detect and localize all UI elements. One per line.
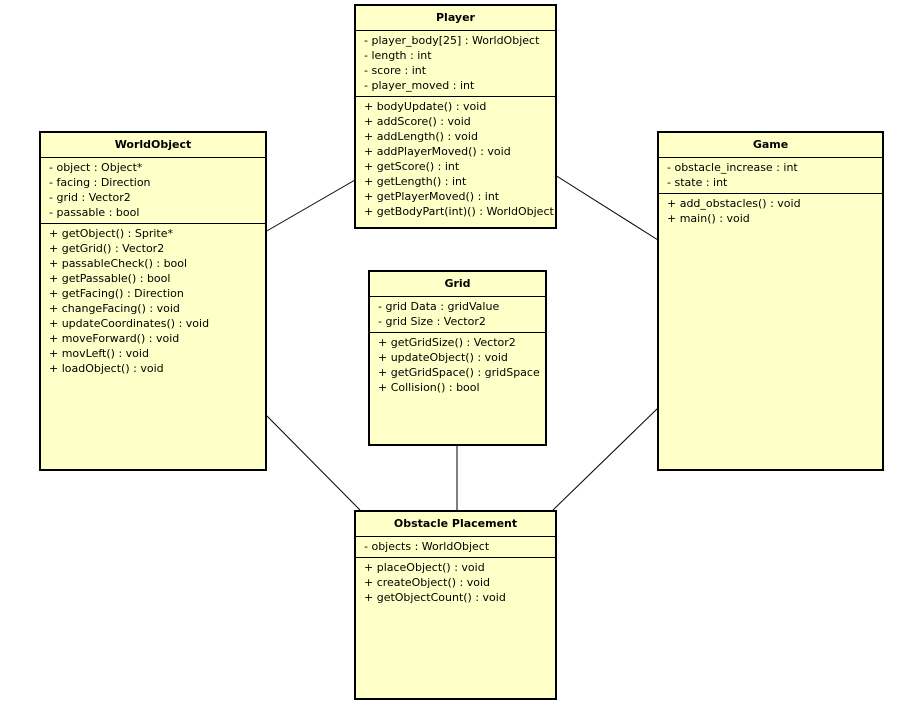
attributes-compartment: - grid Data : gridValue - grid Size : Ve… xyxy=(370,297,545,333)
attribute: - object : Object* xyxy=(49,161,143,174)
class-player[interactable]: Player - player_body[25] : WorldObject -… xyxy=(354,4,557,229)
class-grid[interactable]: Grid - grid Data : gridValue - grid Size… xyxy=(368,270,547,446)
method: + getPassable() : bool xyxy=(49,272,171,285)
attributes-compartment: - object : Object* - facing : Direction … xyxy=(41,158,265,224)
method: + getGrid() : Vector2 xyxy=(49,242,165,255)
attribute: - facing : Direction xyxy=(49,176,151,189)
association-worldobject-obstacle-placement xyxy=(264,413,361,511)
class-name: Game xyxy=(659,133,882,158)
method: + getObject() : Sprite* xyxy=(49,227,174,240)
attribute: - grid Data : gridValue xyxy=(378,300,500,313)
association-player-game xyxy=(554,174,659,241)
method: + movLeft() : void xyxy=(49,347,149,360)
methods-compartment: + placeObject() : void + createObject() … xyxy=(356,558,555,608)
method: + createObject() : void xyxy=(364,576,491,589)
attributes-compartment: - obstacle_increase : int - state : int xyxy=(659,158,882,194)
method: + addScore() : void xyxy=(364,115,471,128)
method: + getFacing() : Direction xyxy=(49,287,184,300)
method: + getGridSize() : Vector2 xyxy=(378,336,516,349)
method: + getLength() : int xyxy=(364,175,467,188)
method: + getObjectCount() : void xyxy=(364,591,506,604)
attribute: - obstacle_increase : int xyxy=(667,161,798,174)
method: + getPlayerMoved() : int xyxy=(364,190,500,203)
method: + updateObject() : void xyxy=(378,351,508,364)
attributes-compartment: - player_body[25] : WorldObject - length… xyxy=(356,31,555,97)
method: + changeFacing() : void xyxy=(49,302,180,315)
attribute: - score : int xyxy=(364,64,427,77)
method: + getBodyPart(int)() : WorldObject xyxy=(364,205,554,218)
method: + getGridSpace() : gridSpace xyxy=(378,366,540,379)
method: + add_obstacles() : void xyxy=(667,197,801,210)
methods-compartment: + getGridSize() : Vector2 + updateObject… xyxy=(370,333,545,398)
attribute: - length : int xyxy=(364,49,432,62)
method: + Collision() : bool xyxy=(378,381,480,394)
methods-compartment: + bodyUpdate() : void + addScore() : voi… xyxy=(356,97,555,222)
method: + loadObject() : void xyxy=(49,362,164,375)
class-world-object[interactable]: WorldObject - object : Object* - facing … xyxy=(39,131,267,471)
method: + main() : void xyxy=(667,212,750,225)
attribute: - player_body[25] : WorldObject xyxy=(364,34,540,47)
attributes-compartment: - objects : WorldObject xyxy=(356,537,555,558)
class-name: Player xyxy=(356,6,555,31)
methods-compartment: + getObject() : Sprite* + getGrid() : Ve… xyxy=(41,224,265,379)
method: + getScore() : int xyxy=(364,160,460,173)
attribute: - player_moved : int xyxy=(364,79,475,92)
method: + updateCoordinates() : void xyxy=(49,317,210,330)
method: + addPlayerMoved() : void xyxy=(364,145,511,158)
class-name: WorldObject xyxy=(41,133,265,158)
association-worldobject-player xyxy=(264,179,356,233)
method: + addLength() : void xyxy=(364,130,478,143)
attribute: - state : int xyxy=(667,176,728,189)
method: + moveForward() : void xyxy=(49,332,180,345)
attribute: - grid Size : Vector2 xyxy=(378,315,486,328)
class-name: Grid xyxy=(370,272,545,297)
attribute: - passable : bool xyxy=(49,206,140,219)
methods-compartment: + add_obstacles() : void + main() : void xyxy=(659,194,882,229)
class-game[interactable]: Game - obstacle_increase : int - state :… xyxy=(657,131,884,471)
class-obstacle-placement[interactable]: Obstacle Placement - objects : WorldObje… xyxy=(354,510,557,700)
method: + passableCheck() : bool xyxy=(49,257,188,270)
method: + bodyUpdate() : void xyxy=(364,100,487,113)
association-game-obstacle-placement xyxy=(552,407,659,511)
attribute: - objects : WorldObject xyxy=(364,540,490,553)
class-name: Obstacle Placement xyxy=(356,512,555,537)
attribute: - grid : Vector2 xyxy=(49,191,131,204)
method: + placeObject() : void xyxy=(364,561,485,574)
